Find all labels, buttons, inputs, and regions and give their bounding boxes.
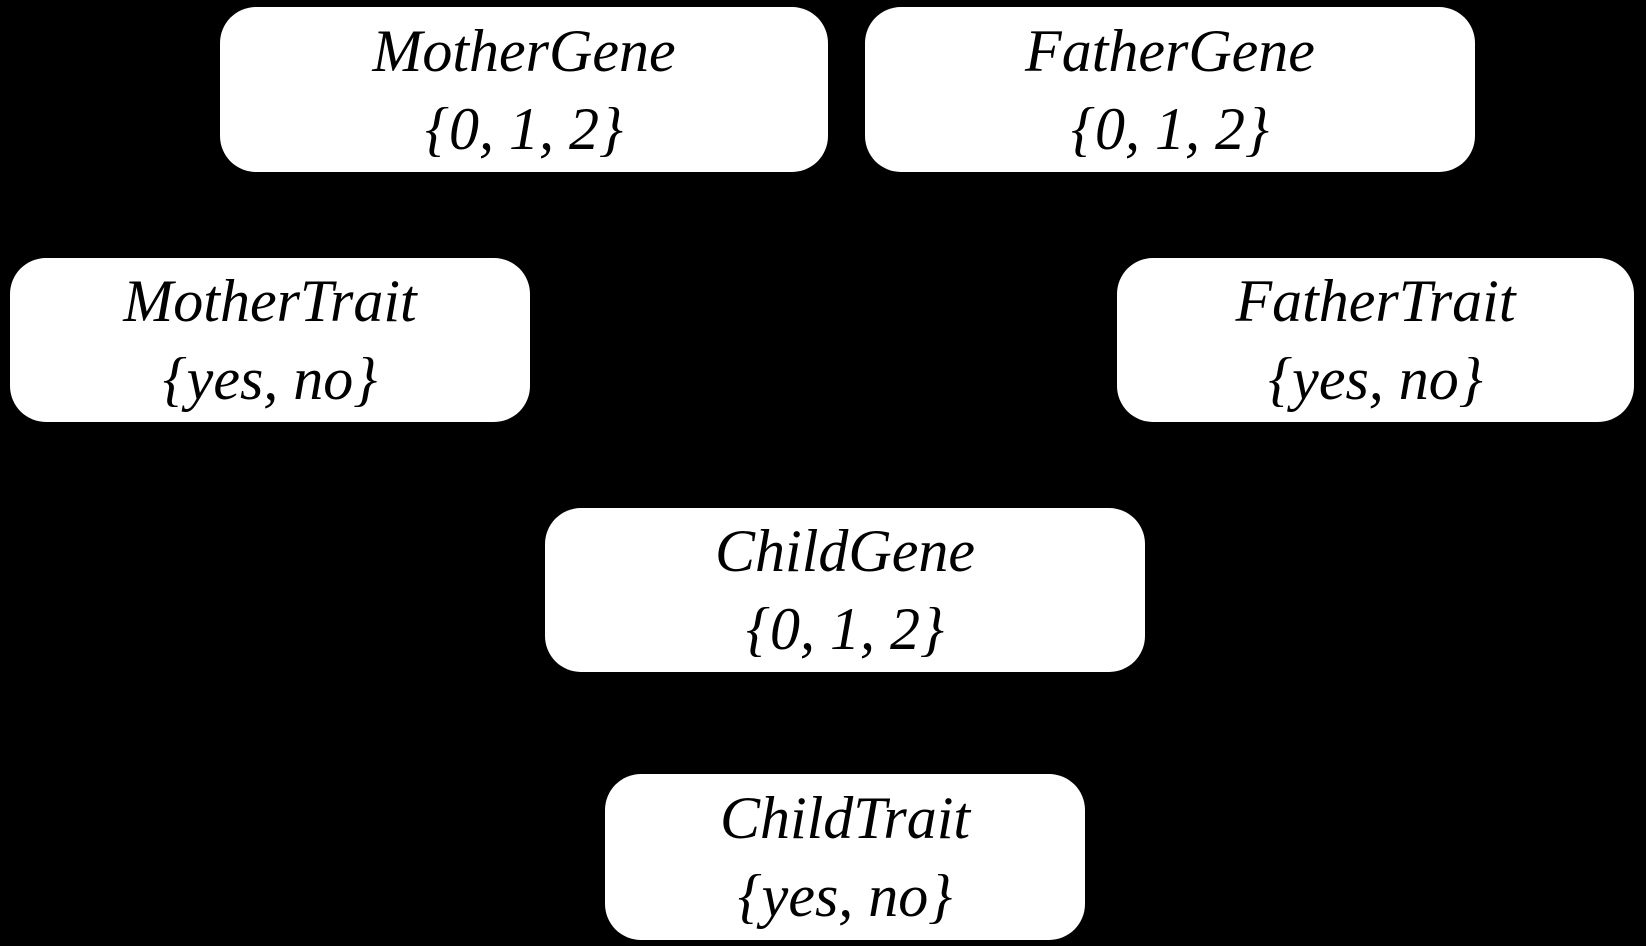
node-mother-trait-domain: {yes, no} bbox=[162, 346, 378, 412]
node-child-gene: ChildGene {0, 1, 2} bbox=[545, 508, 1145, 672]
node-mother-trait-label: MotherTrait bbox=[123, 268, 417, 334]
node-father-trait-label: FatherTrait bbox=[1235, 268, 1516, 334]
node-child-gene-label: ChildGene bbox=[715, 518, 975, 584]
node-child-gene-domain: {0, 1, 2} bbox=[746, 596, 944, 662]
node-mother-trait: MotherTrait {yes, no} bbox=[10, 258, 530, 422]
node-mother-gene-domain: {0, 1, 2} bbox=[425, 95, 623, 162]
node-father-gene: FatherGene {0, 1, 2} bbox=[865, 7, 1475, 172]
node-child-trait-domain: {yes, no} bbox=[737, 863, 953, 929]
node-father-gene-domain: {0, 1, 2} bbox=[1071, 95, 1269, 162]
node-father-trait-domain: {yes, no} bbox=[1268, 346, 1483, 412]
node-mother-gene: MotherGene {0, 1, 2} bbox=[220, 7, 828, 172]
node-mother-gene-label: MotherGene bbox=[372, 17, 676, 84]
node-child-trait: ChildTrait {yes, no} bbox=[605, 774, 1085, 940]
node-father-gene-label: FatherGene bbox=[1025, 17, 1315, 84]
node-father-trait: FatherTrait {yes, no} bbox=[1117, 258, 1634, 422]
node-child-trait-label: ChildTrait bbox=[719, 785, 971, 851]
